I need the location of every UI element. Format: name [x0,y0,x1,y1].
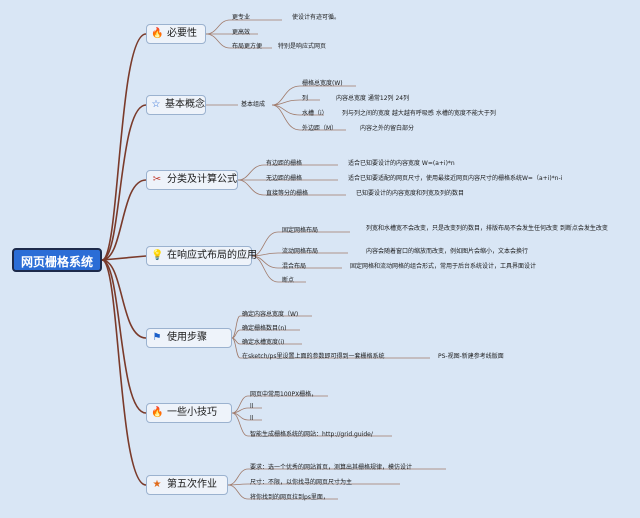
topic-responsive[interactable]: 💡 在响应式布局的应用 [146,246,257,266]
tools-icon: ✂ [152,174,162,185]
responsive-item-1[interactable]: 固定网格布局 [282,227,319,234]
branch-link-basics [101,104,147,261]
topic-label: 第五次作业 [167,479,217,490]
responsive-item-3[interactable]: 流动网格布局 [282,248,319,255]
topic-label: 在响应式布局的应用 [167,250,257,261]
star-outline-icon: ☆ [151,99,161,110]
basics-group[interactable]: 基本组成 [241,101,266,108]
necessity-item-3[interactable]: 更高效 [232,29,251,36]
necessity-item-5[interactable]: 特别是响应式网页 [278,43,327,50]
flag-icon: ⚑ [152,332,162,343]
formula-item-1[interactable]: 有边距的栅格 [266,160,303,167]
steps-item-1[interactable]: 确定内容总宽度（W) [242,311,299,318]
necessity-item-2[interactable]: 使设计有迹可循。 [292,14,341,21]
topic-label: 必要性 [167,28,197,39]
basics-item-6[interactable]: 外边距（M） [302,125,338,132]
branch-link-homework [101,259,147,486]
homework-item-2[interactable]: 尺寸：不限，以你找寻的网页尺寸为主 [250,479,353,486]
steps-item-5[interactable]: PS-视图-新建参考线版面 [438,353,504,360]
responsive-item-6[interactable]: 固定网格和流动网格的组合形式，常用于后台系统设计，工具界面设计 [350,263,537,270]
basics-item-2[interactable]: 列 [302,95,309,102]
basics-item-1[interactable]: 栅格总宽度(W) [302,80,343,87]
necessity-item-4[interactable]: 布局更方便 [232,43,263,50]
branch-link-tips [101,259,147,414]
formula-item-3[interactable]: 无边距的栅格 [266,175,303,182]
formula-item-5[interactable]: 直接等分的栅格 [266,190,309,197]
root-topic[interactable]: 网页栅格系统 [12,248,102,272]
topic-homework[interactable]: ★ 第五次作业 [146,475,228,495]
tips-item-3[interactable]: ll [250,415,254,422]
branch-link-responsive [101,255,147,261]
topic-necessity[interactable]: 🔥 必要性 [146,24,206,44]
basics-item-7[interactable]: 内容之外的留白部分 [360,125,415,132]
necessity-item-1[interactable]: 更专业 [232,14,251,21]
tips-item-4[interactable]: 智能生成栅格系统的网站：http://grid.guide/ [250,431,373,438]
steps-item-3[interactable]: 确定水槽宽度(i) [242,339,285,346]
bulb-icon: 💡 [151,250,164,261]
responsive-item-2[interactable]: 列宽和水槽宽不会改变，只是改变列的数目，排版布局不会发生任何改变 到断点会发生改… [366,225,608,232]
topic-steps[interactable]: ⚑ 使用步骤 [146,328,232,348]
topic-label: 使用步骤 [167,332,207,343]
topic-label: 基本概念 [165,99,205,110]
branch-link-steps [101,259,147,339]
topic-tips[interactable]: 🔥 一些小技巧 [146,403,232,423]
homework-item-3[interactable]: 将你找到的网页拉到ps里面， [250,494,329,501]
tips-item-1[interactable]: 网页中常用100PX栅格， [250,391,318,398]
responsive-item-5[interactable]: 混合布局 [282,263,307,270]
basics-item-5[interactable]: 列与列之间的宽度 越大越有呼吸感 水槽的宽度不能大于列 [342,110,496,117]
branch-link-formula [101,179,147,261]
star-icon: ★ [152,479,162,490]
basics-item-4[interactable]: 水槽（i） [302,110,328,117]
flame-icon: 🔥 [151,28,164,39]
steps-item-4[interactable]: 在sketch/ps里设置上面的参数即可得到一套栅格系统 [242,353,385,360]
branch-link-necessity [101,33,147,261]
basics-item-3[interactable]: 内容总宽度 通常12列 24列 [336,95,410,102]
steps-item-2[interactable]: 确定栅格数目(n) [242,325,287,332]
tips-item-2[interactable]: ll [250,403,254,410]
topic-basics[interactable]: ☆ 基本概念 [146,95,206,115]
topic-formula[interactable]: ✂ 分类及计算公式 [146,170,238,190]
responsive-item-7[interactable]: 断点 [282,277,295,284]
responsive-item-4[interactable]: 内容会随着窗口的缩放而改变，例如图片会缩小，文本会换行 [366,248,529,255]
homework-item-1[interactable]: 要求：选一个优秀的网站首页，测算出其栅格规律，模仿设计 [250,464,413,471]
topic-label: 一些小技巧 [167,407,217,418]
formula-item-2[interactable]: 适合已知要设计的内容宽度 W=(a+i)*n [348,160,455,167]
formula-item-4[interactable]: 适合已知要适配的网页尺寸，使用最接近网页内容尺寸的栅格系统W=（a+i)*n-i [348,175,563,182]
flame-icon: 🔥 [151,407,164,418]
formula-item-6[interactable]: 已知要设计的内容宽度和列宽及列的数目 [356,190,465,197]
topic-label: 分类及计算公式 [167,174,237,185]
